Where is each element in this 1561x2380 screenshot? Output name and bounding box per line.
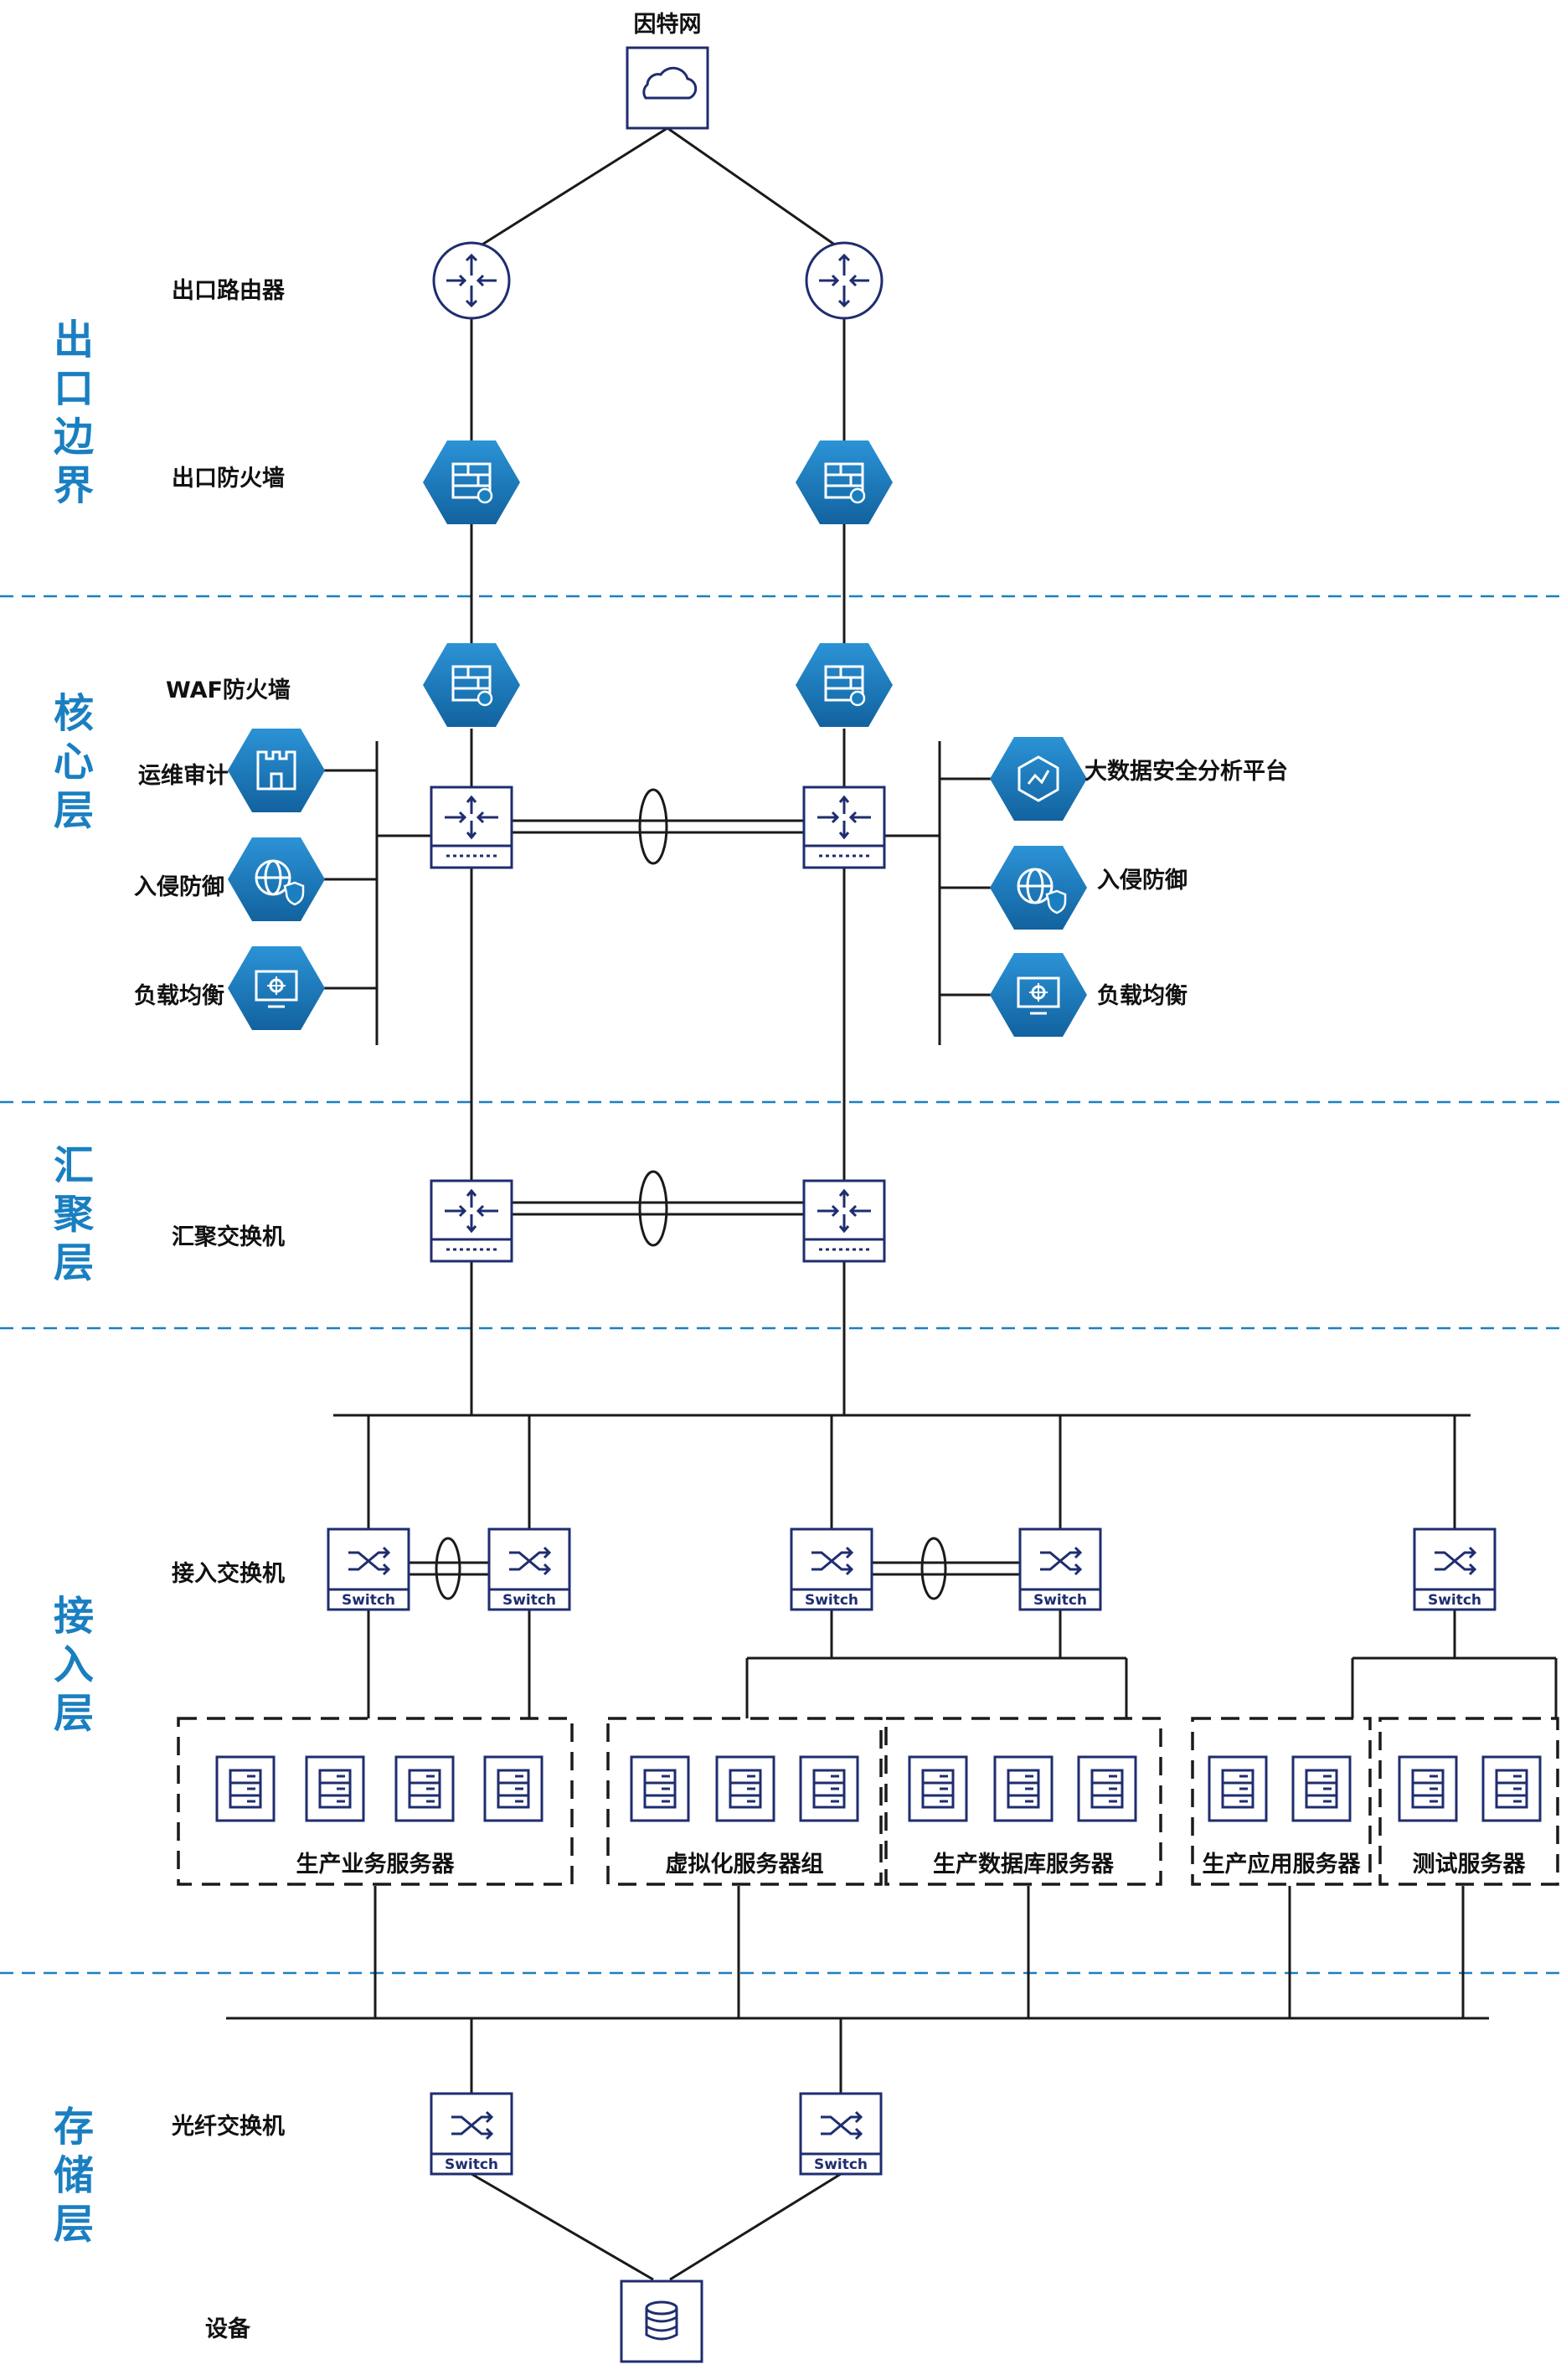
server-group-production-business (177, 1717, 574, 1886)
ops-audit-icon (228, 729, 325, 812)
server-icon (1481, 1755, 1542, 1822)
layer-title-char: 层 (54, 2201, 94, 2248)
layer-title-char: 存 (54, 2104, 94, 2151)
waf-firewall-icon (423, 643, 520, 727)
layer-titles: 出 口 边 界 核 心 层 汇 聚 层 接 入 层 存 储 层 (53, 317, 95, 2248)
server-icon (483, 1755, 544, 1822)
server-group-production-app (1191, 1717, 1372, 1886)
layer-title-char: 储 (54, 2152, 94, 2199)
server-group-label: 虚拟化服务器组 (666, 1851, 824, 1878)
aggregation-switch-label: 汇聚交换机 (172, 1223, 285, 1250)
layer-title-char: 入 (54, 1641, 94, 1688)
layer-title-char: 心 (54, 739, 94, 786)
server-icon (1077, 1755, 1137, 1822)
layer-title-char: 汇 (54, 1142, 94, 1189)
switch-captions: Switch Switch Switch Switch Switch Switc… (342, 1592, 1481, 2173)
ops-audit-label: 运维审计 (138, 762, 229, 789)
server-groups: 生产业务服务器 虚拟化服务器组 生产数据库服务器 生产应用服务器 测试服务器 (177, 1717, 1559, 1886)
server-group-label: 生产应用服务器 (1203, 1851, 1362, 1878)
layer-title-char: 层 (54, 1690, 94, 1737)
server-icon (908, 1755, 968, 1822)
load-balancer-icon (990, 953, 1087, 1037)
switch-caption: Switch (814, 2156, 868, 2173)
intrusion-prevention-icon (990, 846, 1087, 930)
layer-title-char: 接 (54, 1593, 94, 1640)
fc-switch-label: 光纤交换机 (171, 2113, 285, 2140)
switch-caption: Switch (1428, 1592, 1481, 1609)
intrusion-prevention-label: 入侵防御 (134, 874, 224, 900)
server-icon (1398, 1755, 1458, 1822)
server-icon (215, 1755, 276, 1822)
switch-caption: Switch (445, 2156, 498, 2173)
switch-caption: Switch (342, 1592, 395, 1609)
layer-title-char: 边 (54, 414, 95, 461)
server-icon (394, 1755, 455, 1822)
edge-firewall-icon (423, 440, 520, 524)
server-icon (305, 1755, 365, 1822)
server-group-label: 测试服务器 (1413, 1852, 1527, 1878)
server-icon (630, 1755, 690, 1822)
storage-device-label: 设备 (205, 2316, 251, 2342)
intrusion-prevention-icon (228, 837, 325, 921)
layer-title-char: 聚 (53, 1191, 95, 1238)
layer-title-char: 核 (54, 690, 94, 737)
waf-firewall-icon (796, 643, 893, 727)
layer-title-char: 口 (54, 365, 94, 412)
server-icon (1208, 1755, 1268, 1822)
edge-firewall-label: 出口防火墙 (172, 466, 285, 492)
server-group-virtualization (606, 1717, 883, 1886)
server-icon (993, 1755, 1054, 1822)
aggregation-switch-icon (430, 1179, 513, 1263)
core-switch-icon (802, 786, 886, 869)
access-switch-label: 接入交换机 (172, 1560, 285, 1587)
server-icon (1291, 1755, 1352, 1822)
bigdata-analytics-icon (990, 737, 1087, 821)
server-icon (715, 1755, 775, 1822)
load-balancer-label: 负载均衡 (1097, 983, 1187, 1009)
layer-title-char: 界 (54, 462, 94, 509)
edge-firewall-icon (796, 440, 893, 524)
load-balancer-label: 负载均衡 (134, 983, 224, 1009)
storage-device-icon (620, 2280, 703, 2363)
intrusion-prevention-label: 入侵防御 (1097, 868, 1187, 894)
edge-router-label: 出口路由器 (172, 277, 286, 304)
internet-label: 因特网 (634, 12, 702, 38)
load-balancer-icon (228, 946, 325, 1030)
server-group-production-database (884, 1717, 1162, 1886)
device-labels: 因特网 出口路由器 出口防火墙 WAF防火墙 运维审计 入侵防御 负载均衡 大数… (134, 12, 1288, 2342)
server-group-label: 生产数据库服务器 (933, 1852, 1115, 1878)
server-icon (799, 1755, 859, 1822)
aggregation-switch-icon (802, 1179, 886, 1263)
waf-firewall-label: WAF防火墙 (166, 677, 291, 703)
core-switch-icon (430, 786, 513, 869)
edge-router-icon (805, 241, 884, 320)
connections (226, 126, 1558, 2281)
layer-title-char: 出 (54, 317, 94, 363)
switch-caption: Switch (502, 1592, 556, 1609)
cloud-icon (626, 46, 709, 130)
server-group-test (1378, 1717, 1559, 1886)
bigdata-analytics-label: 大数据安全分析平台 (1084, 758, 1288, 785)
layer-title-char: 层 (54, 787, 94, 834)
devices (228, 46, 1497, 2363)
switch-caption: Switch (805, 1592, 858, 1609)
switch-caption: Switch (1033, 1592, 1087, 1609)
layer-title-char: 层 (54, 1239, 94, 1286)
edge-router-icon (432, 241, 511, 320)
server-group-label: 生产业务服务器 (296, 1852, 456, 1878)
